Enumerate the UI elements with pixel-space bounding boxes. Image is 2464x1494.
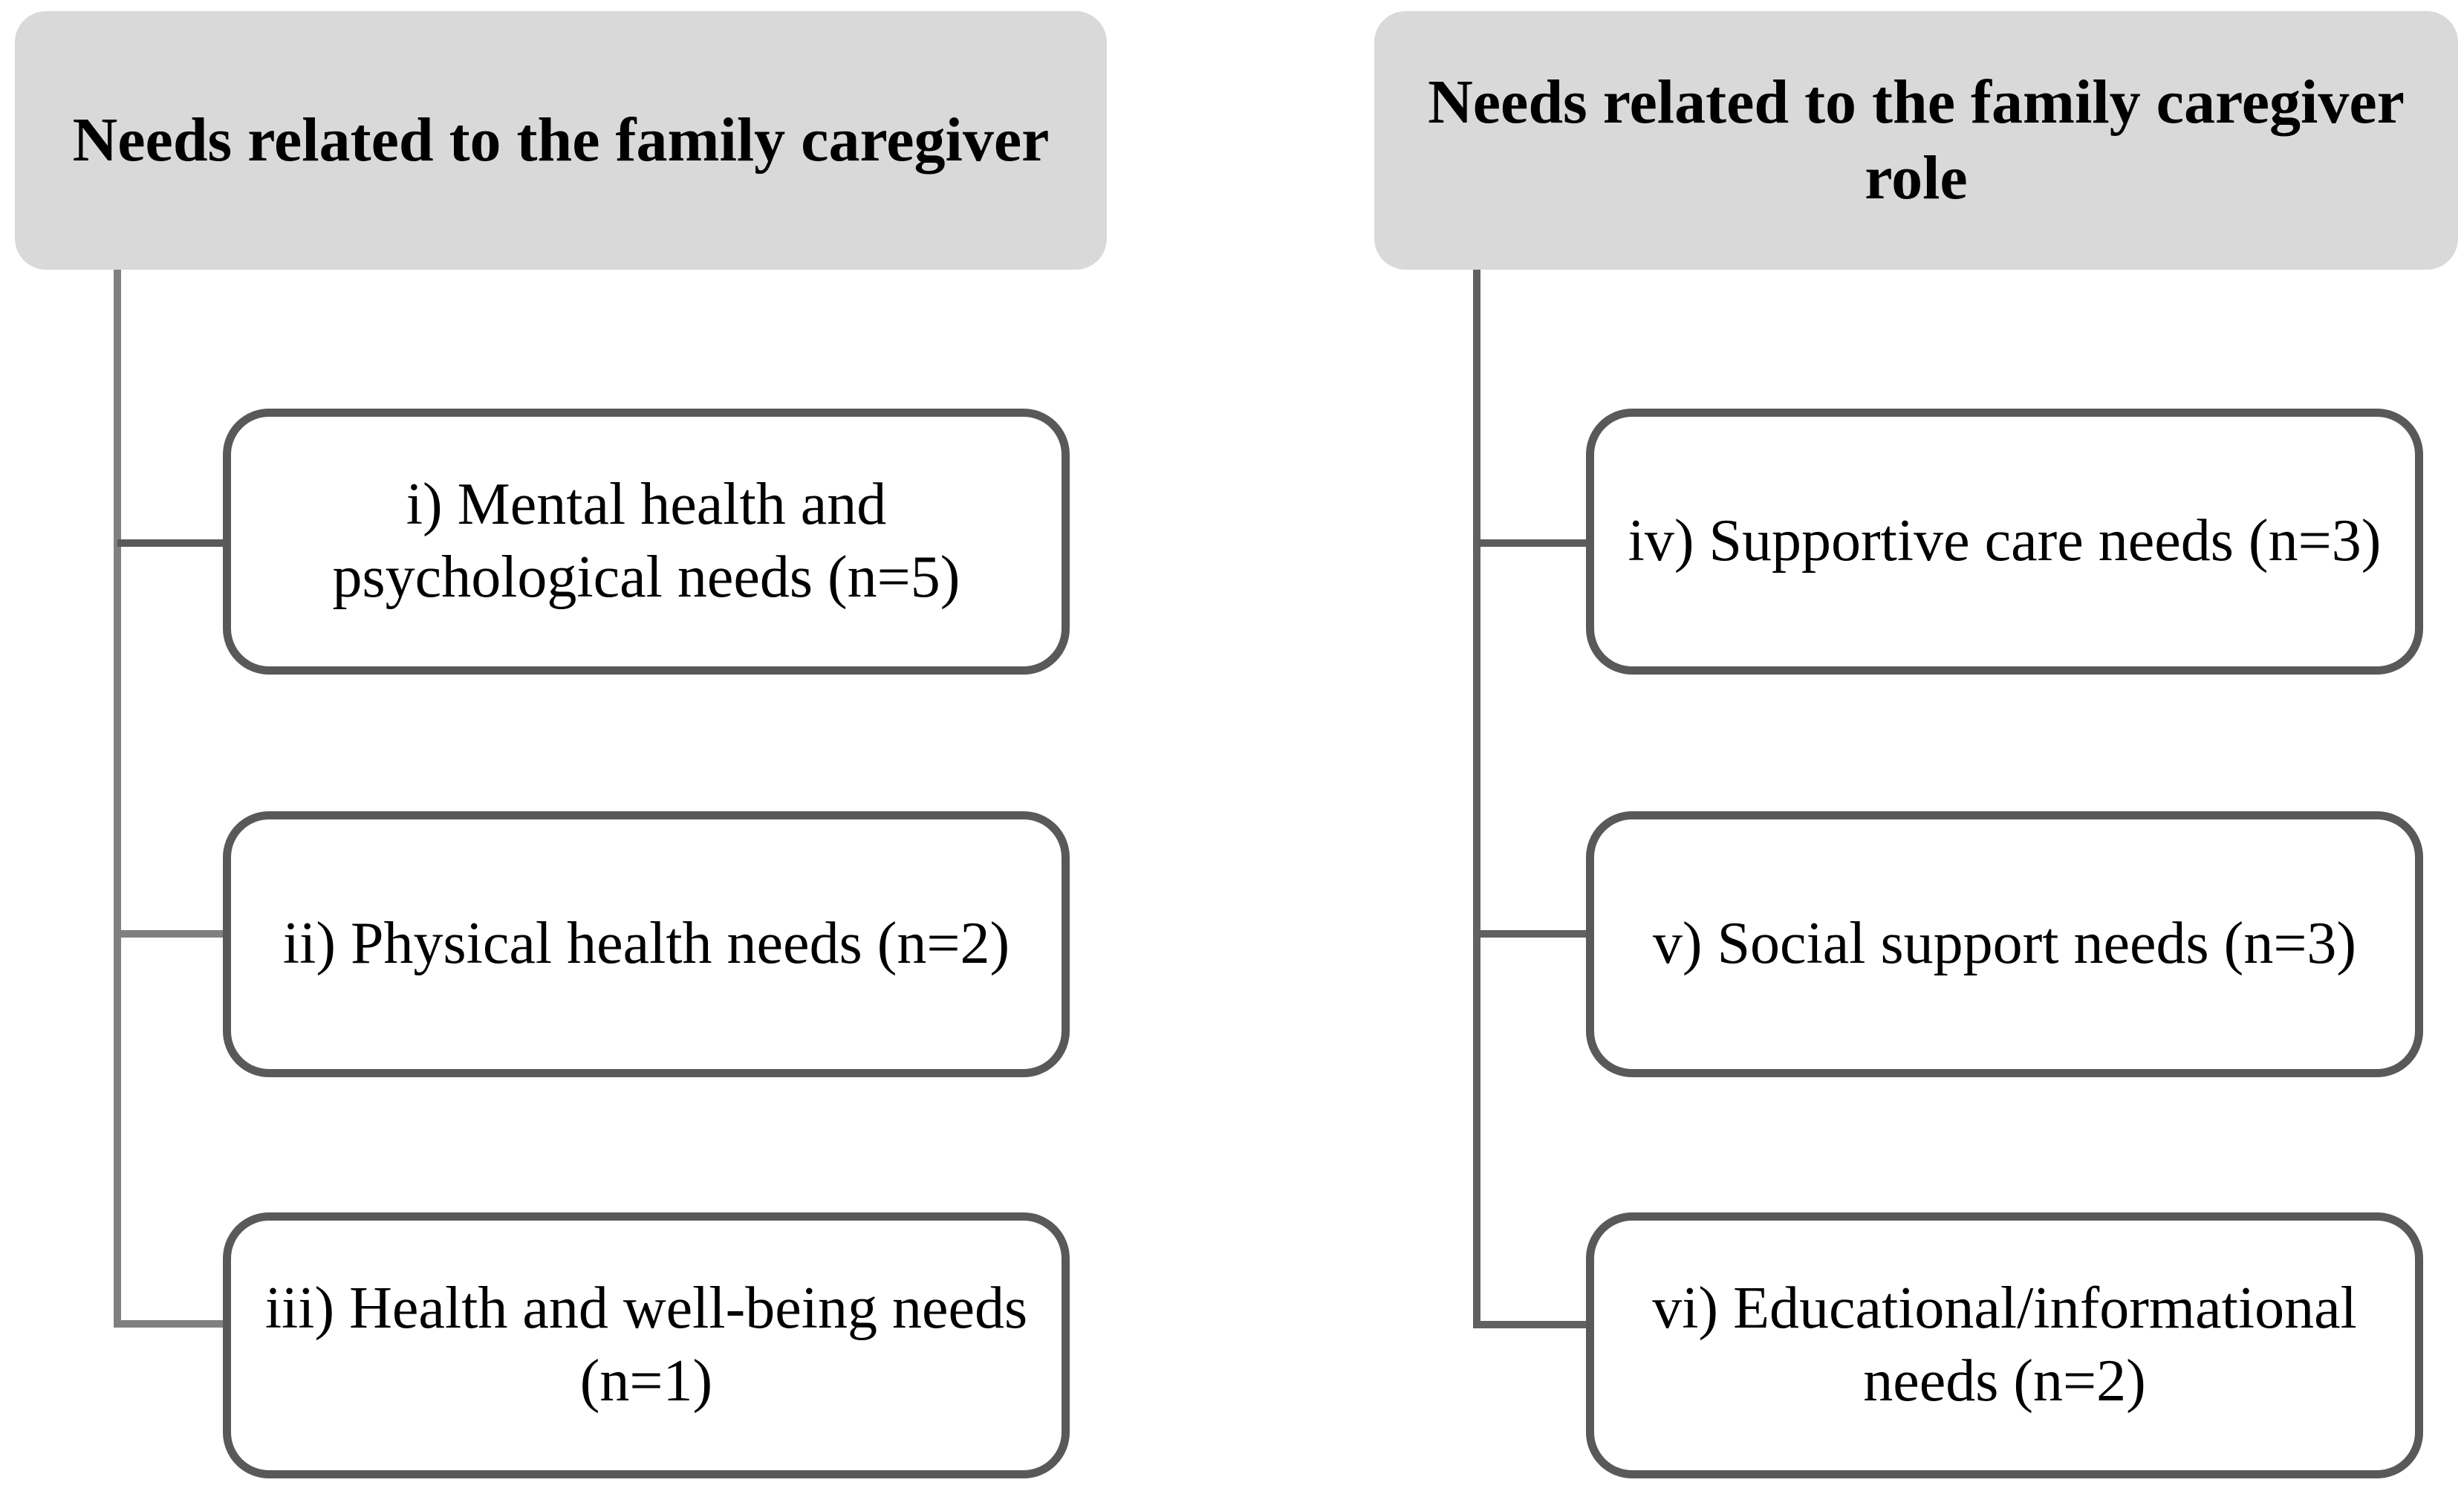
connector-branch-left-1 [117,539,230,547]
header-family-caregiver-role: Needs related to the family caregiver ro… [1374,11,2458,270]
connector-trunk-right [1473,270,1480,1328]
connector-branch-left-3 [114,1320,230,1328]
connector-branch-right-2 [1477,930,1593,938]
box-social-support-needs: v) Social support needs (n=3) [1586,811,2423,1077]
header-family-caregiver: Needs related to the family caregiver [15,11,1107,270]
box-mental-health-psychological-needs: i) Mental health and psychological needs… [223,409,1070,675]
box-educational-informational-needs: vi) Educational/informational needs (n=2… [1586,1212,2423,1478]
connector-branch-right-3 [1473,1321,1593,1328]
box-physical-health-needs: ii) Physical health needs (n=2) [223,811,1070,1077]
connector-trunk-left [114,270,121,1328]
box-supportive-care-needs: iv) Supportive care needs (n=3) [1586,409,2423,675]
connector-branch-right-1 [1477,539,1593,547]
connector-branch-left-2 [114,930,230,938]
box-health-wellbeing-needs: iii) Health and well-being needs (n=1) [223,1212,1070,1478]
